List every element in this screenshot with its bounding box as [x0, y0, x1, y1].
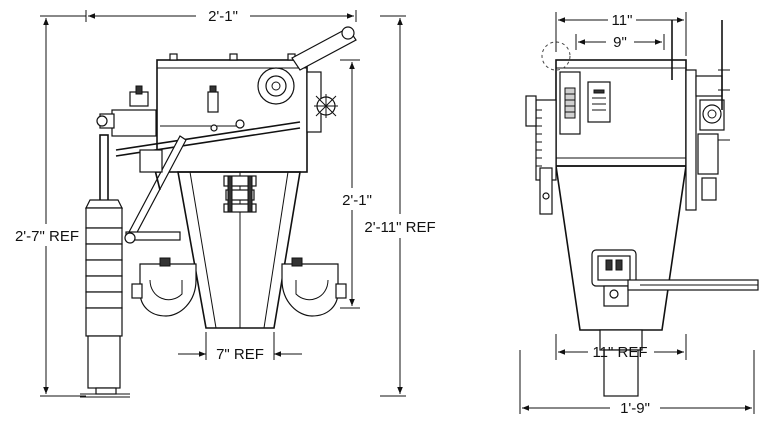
dim-front-width: 2'-1" [208, 8, 238, 25]
dim-side-top-inner: 9" [613, 34, 627, 51]
side-hopper [555, 165, 687, 331]
front-view: 2'-1" 2'-7" REF 2'-1" 2'-11" REF 7" REF [15, 8, 436, 398]
front-weight-base [87, 335, 121, 389]
front-clamp-right [281, 263, 339, 317]
side-view: 11" 9" 11" REF 1'-9" [519, 12, 759, 417]
dim-front-height-left: 2'-7" REF [15, 228, 79, 245]
dim-side-overall-width: 1'-9" [620, 400, 650, 417]
dim-front-body-height: 2'-1" [342, 192, 372, 209]
front-clamp-left [139, 263, 197, 317]
dim-side-top-outer: 11" [612, 12, 633, 29]
dim-front-outlet: 7" REF [216, 346, 264, 363]
dim-front-overall-height: 2'-11" REF [364, 219, 435, 236]
front-top-lever [291, 27, 357, 71]
side-outlet [603, 349, 639, 397]
front-hopper [177, 171, 301, 329]
side-label-plate [587, 81, 611, 123]
dim-side-bottom-inner: 11" REF [592, 344, 647, 361]
